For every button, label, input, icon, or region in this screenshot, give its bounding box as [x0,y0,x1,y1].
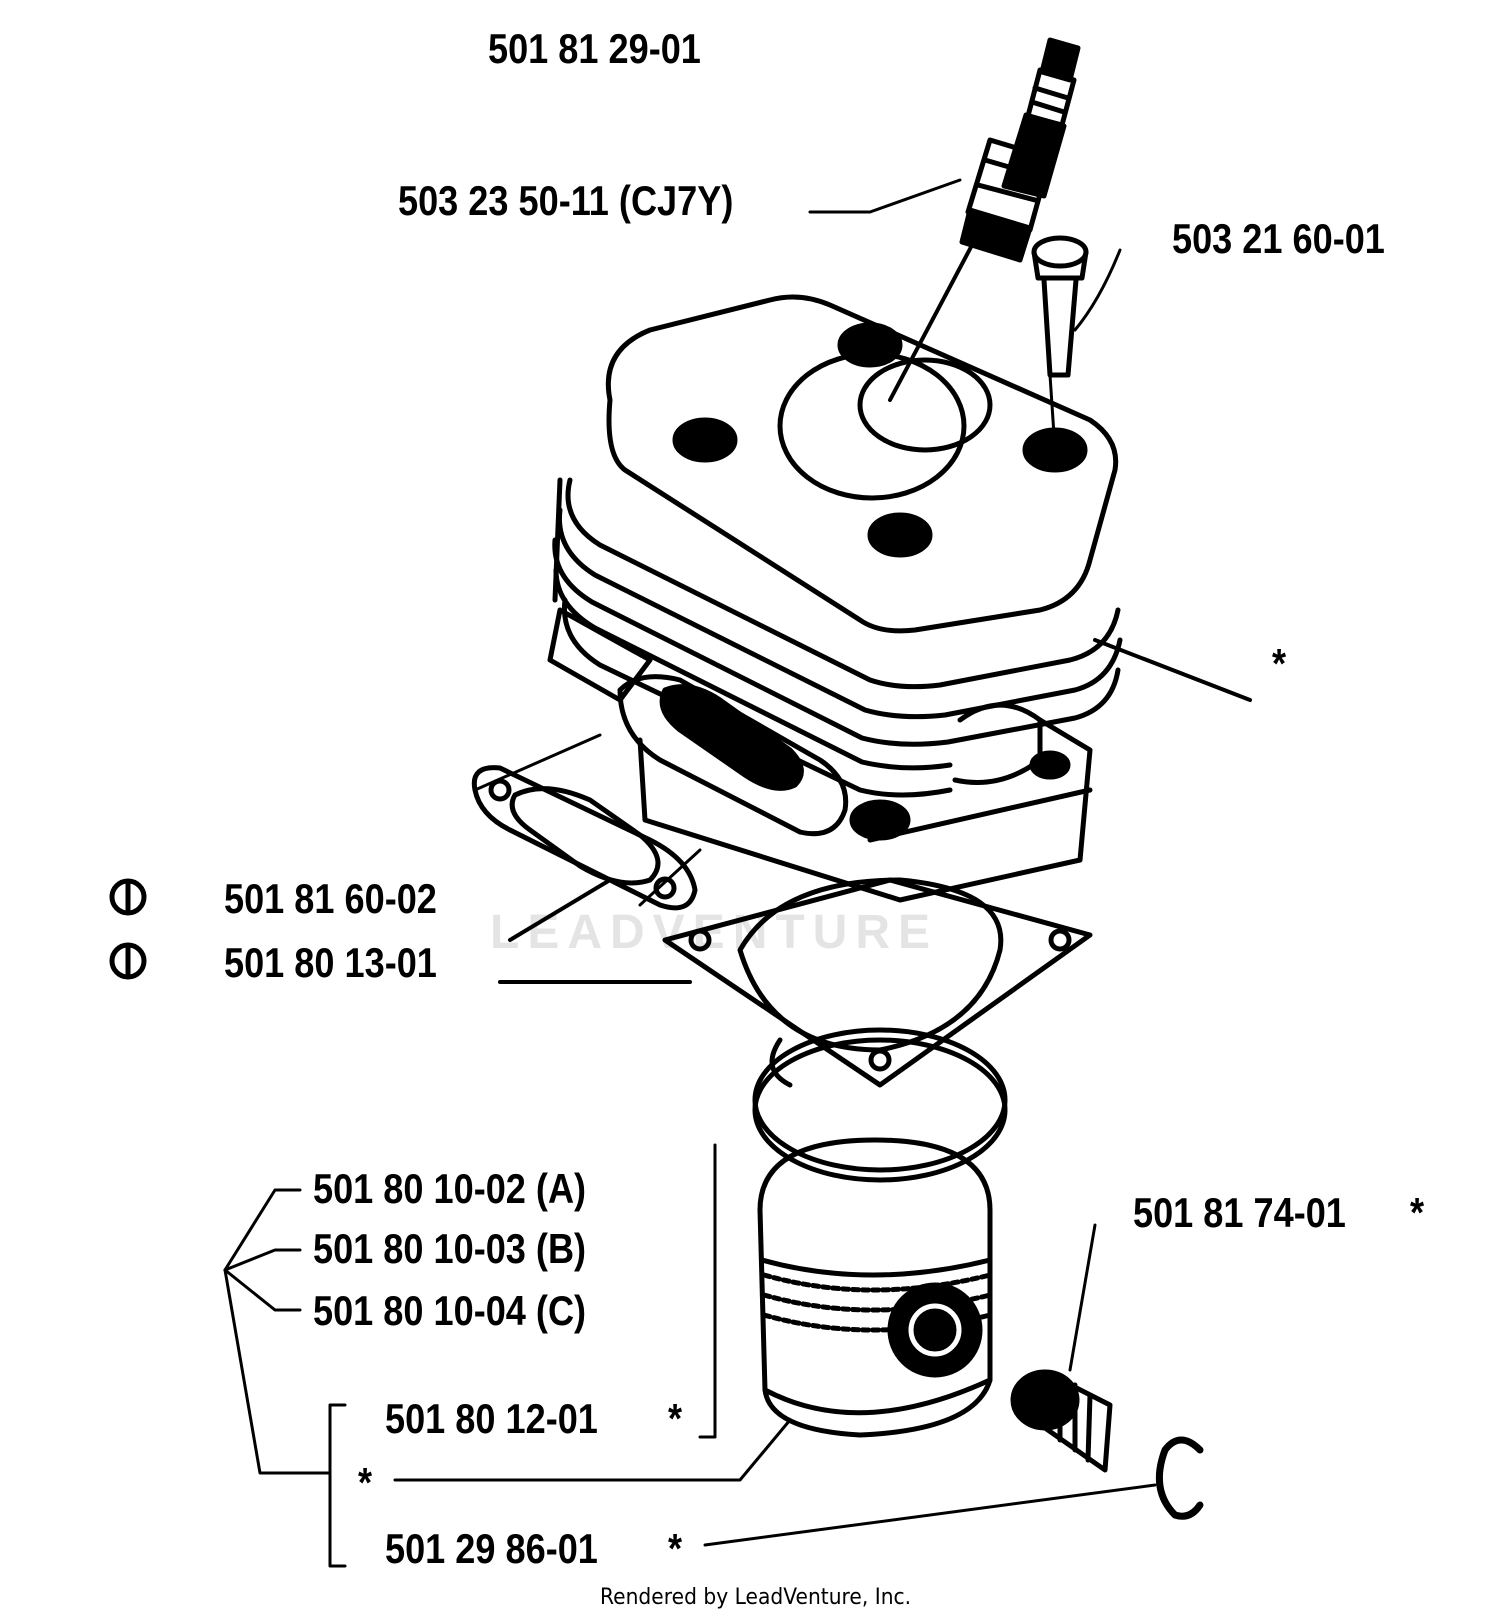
leader-lines [223,178,1122,1568]
label-spark-plug: 503 23 50-11 (CJ7Y) [398,177,734,224]
base-gasket-drawing [498,877,1093,1088]
label-base-gasket: 501 80 13-01 [224,939,437,986]
label-top-part-number: 501 81 29-01 [488,25,701,72]
cylinder-drawing [547,228,1252,903]
needle-bearing-drawing [1010,1223,1113,1473]
label-piston-c: 501 80 10-04 (C) [313,1287,587,1334]
label-group-star: * [358,1459,373,1506]
piston-ring-drawing [752,1027,1008,1183]
label-piston-b: 501 80 10-03 (B) [313,1225,587,1272]
label-exhaust-gasket: 501 81 60-02 [224,875,437,922]
screw-drawing [1031,235,1089,378]
exhaust-gasket-drawing [471,733,702,942]
spark-plug-drawing [959,37,1081,263]
label-piston-ring: 501 80 12-01 [385,1395,598,1442]
label-piston-ring-star: * [668,1395,683,1442]
label-needle-bearing: 501 81 74-01 [1133,1189,1346,1236]
label-screw: 503 21 60-01 [1172,215,1385,262]
circle-line-symbol-1 [109,878,147,916]
label-piston-a: 501 80 10-02 (A) [313,1165,587,1212]
label-cylinder-star: * [1272,640,1287,687]
label-needle-bearing-star: * [1410,1189,1425,1236]
footer-credit: Rendered by LeadVenture, Inc. [600,1585,912,1610]
label-circlip: 501 29 86-01 [385,1525,598,1572]
piston-drawing [393,1137,993,1482]
circle-line-symbol-2 [109,942,147,980]
label-circlip-star: * [668,1525,683,1572]
watermark: LEADVENTURE [490,906,939,959]
circlip-drawing [703,1436,1204,1547]
